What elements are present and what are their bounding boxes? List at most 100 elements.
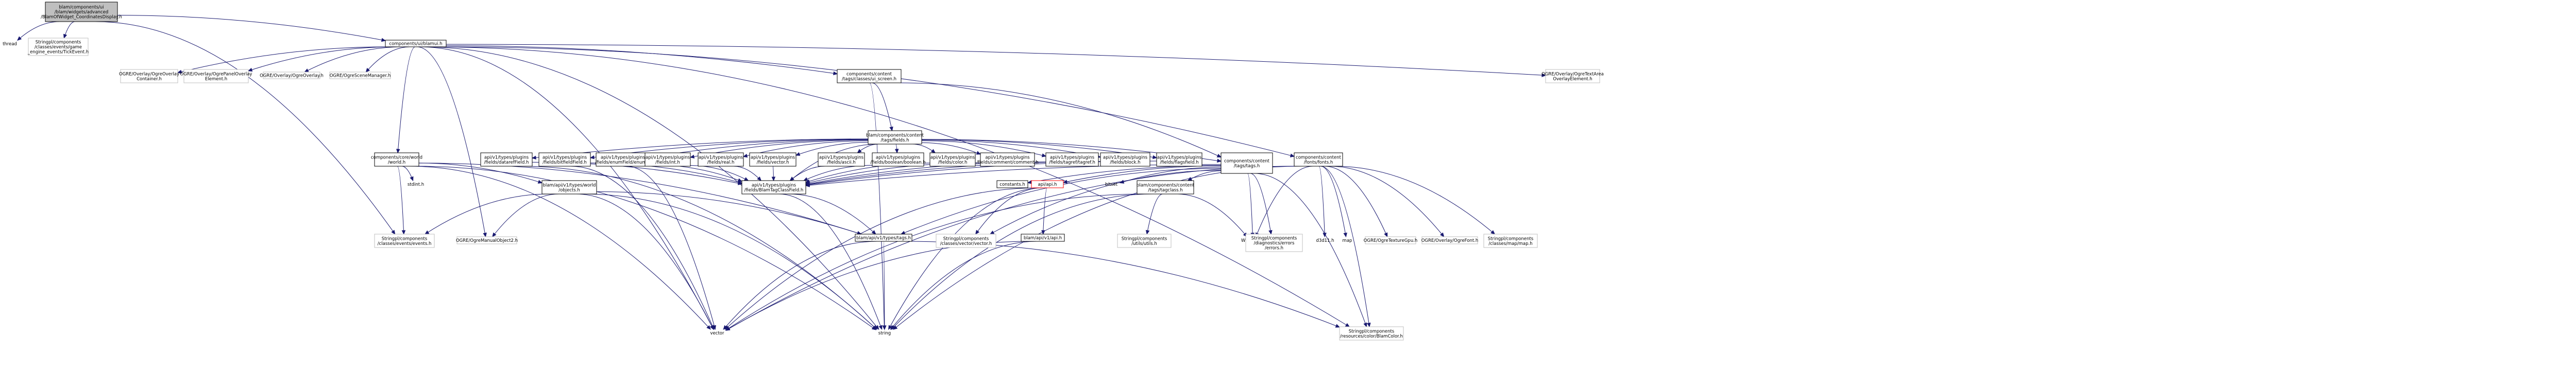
edge-blamui-to-ogre_scene (365, 46, 410, 73)
node-ascii[interactable]: api/v1/types/plugins/fields/ascii.h (818, 152, 865, 167)
node-stdint[interactable]: stdint.h (407, 181, 425, 188)
node-texgpu[interactable]: OGRE/OgreTextureGpu.h (1364, 236, 1418, 244)
node-bitfield[interactable]: api/v1/types/plugins/fields/bitfieldFiel… (538, 152, 591, 167)
arrowhead-icon (1187, 176, 1193, 181)
node-map[interactable]: map (1340, 237, 1355, 244)
node-box (1021, 234, 1065, 242)
arrowhead-icon (744, 177, 749, 181)
node-box (263, 72, 320, 79)
node-enum[interactable]: api/v1/types/plugins/fields/enumField/en… (595, 152, 651, 167)
arrowhead-icon (737, 178, 743, 182)
node-label: api/v1/types/plugins/fields/comment/comm… (976, 155, 1038, 165)
node-vector3[interactable]: Stringpl/components/classes/vector/vecto… (936, 234, 996, 248)
node-label: api/v1/types/plugins/fields/vector.h (751, 155, 795, 165)
node-events[interactable]: Stringpl/components/classes/events/event… (374, 234, 435, 248)
node-int[interactable]: api/v1/types/plugins/fields/int.h (645, 152, 691, 167)
arrowhead-icon (883, 325, 887, 330)
node-thread[interactable]: thread (2, 40, 18, 47)
node-ogre_overlay[interactable]: OGRE/Overlay/OgreOverlay.h (260, 72, 324, 79)
node-blamtypes[interactable]: blam/api/v1/types/tags.h (855, 234, 912, 242)
node-tickevent[interactable]: Stringpl/components/classes/events/game_… (27, 38, 89, 56)
arrowhead-icon (1490, 230, 1496, 235)
edge-objects-to-events (424, 193, 549, 235)
arrowhead-icon (857, 149, 862, 153)
node-constants[interactable]: constants.h (996, 180, 1028, 188)
node-objects[interactable]: blam/api/v1/types/world/objects.h (541, 180, 597, 195)
arrowhead-icon (795, 152, 801, 156)
edge-ui_screen-to-tags_h (898, 82, 1222, 158)
arrowhead-icon (1345, 323, 1350, 327)
node-label: api/v1/types/plugins/fields/datarefField… (484, 155, 529, 165)
node-label: api/v1/types/plugins/fields/ascii.h (819, 155, 864, 165)
arrowhead-icon (803, 177, 808, 181)
arrowhead-icon (424, 230, 430, 235)
node-fonts[interactable]: components/content/fonts/fonts.h (1294, 152, 1343, 167)
node-apiv1[interactable]: blam/api/v1/api.h (1021, 234, 1065, 242)
arrowhead-icon (1439, 232, 1445, 237)
node-tagref[interactable]: api/v1/types/plugins/fields/tagref/tagre… (1045, 152, 1099, 167)
arrowhead-icon (706, 325, 711, 330)
node-label: blam/api/v1/api.h (1024, 236, 1062, 241)
edge-line (1256, 166, 1313, 237)
node-block[interactable]: api/v1/types/plugins/fields/block.h (1100, 152, 1150, 167)
node-blamtagclass[interactable]: api/v1/types/plugins/fields/BlamTagClass… (741, 180, 806, 195)
edge-line (888, 187, 1044, 330)
node-apiorp[interactable]: api/api.h (1031, 180, 1064, 188)
edge-line (902, 241, 1340, 328)
edge-line (1324, 166, 1388, 237)
node-box (929, 152, 976, 167)
node-tags_h[interactable]: components/content/tags/tags.h (1221, 152, 1273, 174)
node-fields[interactable]: blam/components/content/tags/fields.h (866, 130, 924, 145)
node-ui_screen[interactable]: components/content/tags/classes/ui_scree… (837, 69, 902, 83)
node-d3d11[interactable]: d3d11.h (1315, 237, 1335, 244)
node-stringlib[interactable]: string (876, 329, 893, 337)
node-tagclass[interactable]: blam/components/content/tags/tagclass.h (1137, 180, 1195, 195)
node-blamcolor[interactable]: Stringpl/components/resources/color/Blam… (1339, 326, 1404, 341)
edge-ui_screen-to-fields (872, 82, 893, 132)
node-bitset[interactable]: bitset (1103, 181, 1120, 188)
node-color[interactable]: api/v1/types/plugins/fields/color.h (929, 152, 976, 167)
node-dataref[interactable]: api/v1/types/plugins/fields/datarefField… (480, 152, 533, 167)
node-mapmap[interactable]: Stringpl/components/classes/map/map.h (1483, 234, 1538, 248)
edge-line (1247, 173, 1253, 237)
arrowhead-icon (1153, 155, 1158, 160)
edge-line (521, 166, 877, 330)
node-box (541, 180, 597, 195)
node-box (1045, 152, 1099, 167)
node-ogremanual[interactable]: OGRE/OgreManualObject2.h (456, 236, 518, 244)
node-vectorlib[interactable]: vector (708, 329, 726, 337)
arrowhead-icon (1363, 322, 1367, 328)
node-real[interactable]: api/v1/types/plugins/fields/real.h (698, 152, 744, 167)
node-world[interactable]: components/core/world/world.h (371, 152, 422, 167)
arrowhead-icon (492, 232, 497, 238)
node-vector[interactable]: api/v1/types/plugins/fields/vector.h (749, 152, 796, 167)
edge-line (570, 166, 715, 330)
arrowhead-icon (900, 231, 906, 235)
node-boolean[interactable]: api/v1/types/plugins/fields/boolean/bool… (870, 152, 926, 167)
node-flagsfield[interactable]: api/v1/types/plugins/fields/flagsfield.h (1156, 152, 1202, 167)
node-utils[interactable]: Stringpl/components/utils/utils.h (1117, 234, 1172, 248)
node-ogrefont[interactable]: OGRE/Overlay/OgreFont.h (1421, 236, 1479, 244)
node-box (374, 152, 419, 167)
node-box (749, 152, 796, 167)
edge-tagclass-to-utils (1145, 193, 1163, 235)
arrowhead-icon (1290, 153, 1295, 157)
arrowhead-icon (875, 325, 879, 330)
node-box (183, 69, 249, 83)
node-ogre_scene[interactable]: OGRE/OgreSceneManager.h (329, 72, 391, 79)
node-diagerr[interactable]: Stringpl/components/diagnostics/errors/e… (1245, 234, 1303, 252)
node-label: OGRE/Overlay/OgreOverlay.h (260, 74, 324, 79)
node-label: stdint.h (408, 182, 424, 187)
arrowhead-icon (1041, 230, 1045, 235)
node-label: map (1343, 238, 1352, 243)
arrowhead-icon (833, 71, 838, 76)
edge-fields-to-vector (795, 142, 869, 156)
node-comment[interactable]: api/v1/types/plugins/fields/comment/comm… (976, 152, 1039, 167)
arrowhead-icon (396, 149, 400, 154)
node-blamui[interactable]: components/ui/blamui.h (385, 40, 447, 47)
edge-line (788, 193, 876, 235)
edge-tags_h-to-diagerr (1250, 173, 1273, 235)
